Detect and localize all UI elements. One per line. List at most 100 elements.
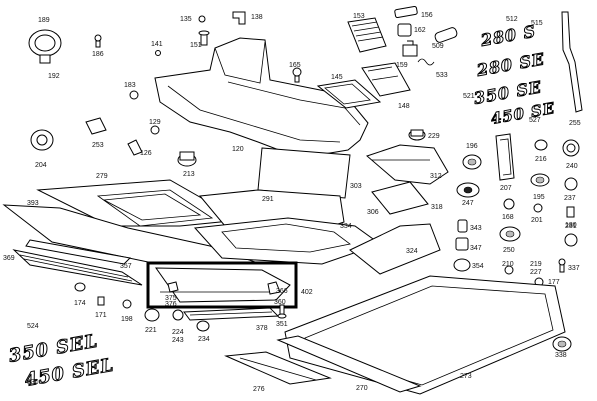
grommet-part-234 — [196, 320, 210, 332]
emblem-280s: 280 S — [478, 22, 537, 51]
screw-part-126 — [127, 139, 143, 156]
label-255: 255 — [569, 120, 581, 127]
button-part-156 — [394, 5, 418, 19]
label-165: 165 — [289, 62, 301, 69]
plug-part-347 — [455, 237, 469, 251]
label-533: 533 — [436, 72, 448, 79]
label-243: 243 — [172, 337, 184, 344]
label-351: 351 — [276, 321, 288, 328]
plug-part-174 — [74, 282, 86, 292]
grommet-part-204 — [30, 129, 54, 151]
label-168: 168 — [502, 214, 514, 221]
label-343: 343 — [470, 225, 482, 232]
label-237: 237 — [564, 195, 576, 202]
label-153: 153 — [353, 13, 365, 20]
label-219: 219 — [530, 261, 542, 268]
label-171: 171 — [95, 312, 107, 319]
screw-part-337 — [558, 258, 566, 273]
center-console-120 — [154, 37, 369, 159]
label-234: 234 — [198, 336, 210, 343]
label-148: 148 — [398, 103, 410, 110]
label-273: 273 — [460, 373, 472, 380]
label-354: 354 — [472, 263, 484, 270]
tunnel-insulation-318 — [371, 181, 429, 215]
label-201: 201 — [531, 217, 543, 224]
label-318: 318 — [431, 204, 443, 211]
rear-carpet-324 — [349, 223, 441, 275]
label-174: 174 — [74, 300, 86, 307]
plug-part-198 — [122, 299, 132, 309]
bracket-part-159 — [402, 40, 418, 57]
label-369: 369 — [3, 255, 15, 262]
plug-part-171 — [97, 296, 105, 306]
side-trim-inside-box — [155, 267, 291, 303]
screw-part-351 — [277, 304, 287, 319]
grommet-part-338 — [552, 336, 572, 352]
label-512: 512 — [506, 16, 518, 23]
label-338: 338 — [555, 352, 567, 359]
label-360: 360 — [274, 299, 286, 306]
label-126: 126 — [140, 150, 152, 157]
screw-part-135 — [198, 15, 206, 23]
label-183: 183 — [124, 82, 136, 89]
label-231: 231 — [565, 223, 577, 230]
label-378: 378 — [256, 325, 268, 332]
label-204: 204 — [35, 162, 47, 169]
label-402: 402 — [301, 289, 313, 296]
emblem-280se: 280 SE — [474, 49, 546, 80]
trim-strip-276 — [224, 351, 332, 385]
label-189: 189 — [38, 17, 50, 24]
label-347: 347 — [470, 245, 482, 252]
clip-part-253 — [85, 117, 107, 135]
label-198: 198 — [121, 316, 133, 323]
plug-part-210 — [504, 265, 514, 275]
trim-part-303 — [257, 147, 351, 199]
label-291: 291 — [262, 196, 274, 203]
plug-part-237 — [564, 177, 578, 191]
label-141: 141 — [151, 41, 163, 48]
label-195: 195 — [533, 194, 545, 201]
trunk-mat-270 — [276, 335, 422, 393]
label-306: 306 — [367, 209, 379, 216]
label-159: 159 — [396, 62, 408, 69]
label-162: 162 — [414, 27, 426, 34]
sill-strip-357 — [25, 239, 132, 265]
label-527: 527 — [529, 117, 541, 124]
label-375: 375 — [165, 295, 177, 302]
plug-part-343 — [457, 219, 468, 233]
label-177: 177 — [548, 279, 560, 286]
plug-part-354 — [453, 258, 471, 272]
label-240: 240 — [566, 163, 578, 170]
label-138: 138 — [251, 14, 263, 21]
label-247: 247 — [462, 200, 474, 207]
label-521: 521 — [463, 93, 475, 100]
trim-strip-378 — [183, 307, 280, 321]
screw-part-151 — [198, 30, 210, 46]
grommet-part-221 — [144, 308, 160, 322]
hose-part-255 — [561, 11, 583, 113]
clip-part-186 — [94, 34, 102, 48]
switch-panel-153 — [347, 17, 387, 53]
label-393: 393 — [27, 200, 39, 207]
highlight-box — [146, 261, 298, 309]
label-509: 509 — [432, 43, 444, 50]
label-229: 229 — [428, 133, 440, 140]
label-210: 210 — [502, 261, 514, 268]
label-196: 196 — [466, 143, 478, 150]
label-270: 270 — [356, 385, 368, 392]
grommet-part-250 — [499, 226, 521, 242]
sill-strip-369 — [12, 249, 143, 286]
duct-part-207 — [495, 133, 515, 181]
label-334: 334 — [340, 223, 352, 230]
label-151: 151 — [190, 42, 202, 49]
label-324: 324 — [406, 248, 418, 255]
label-145: 145 — [331, 74, 343, 81]
label-186: 186 — [92, 51, 104, 58]
label-207: 207 — [500, 185, 512, 192]
grommet-part-196 — [462, 154, 482, 170]
switch-part-162 — [397, 23, 412, 37]
label-253: 253 — [92, 142, 104, 149]
tray-part-148 — [361, 62, 411, 97]
plug-part-231 — [564, 233, 578, 247]
